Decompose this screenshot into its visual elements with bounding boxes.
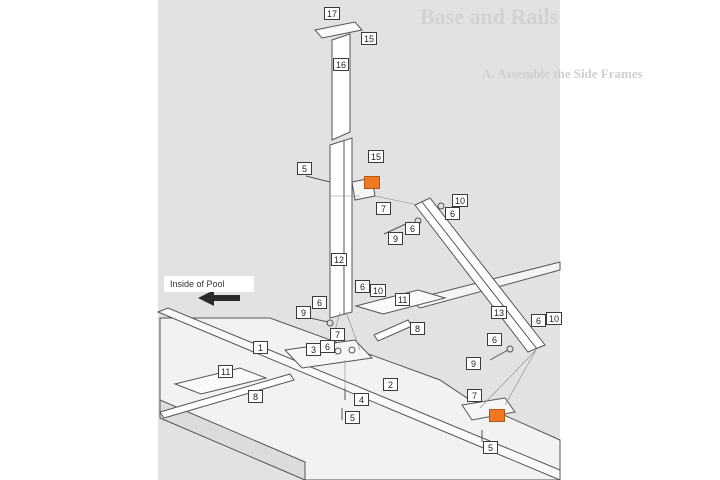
callout-15: 15 — [361, 32, 378, 45]
callout-1: 1 — [253, 341, 268, 354]
callout-3: 3 — [306, 343, 321, 356]
callout-6: 6 — [487, 333, 502, 346]
callout-5: 5 — [297, 162, 312, 175]
callout-5: 5 — [345, 411, 360, 424]
callout-9: 9 — [388, 232, 403, 245]
top-rail-17 — [314, 21, 363, 39]
background-heading: Base and Rails — [420, 4, 559, 29]
callout-11: 11 — [218, 365, 234, 378]
callout-14-highlighted: 14 — [489, 409, 506, 422]
channel-8-a — [373, 319, 413, 342]
upright-column-16 — [331, 33, 351, 141]
washer-6-a — [326, 319, 334, 327]
bolt-9-c — [489, 349, 509, 361]
callout-6: 6 — [312, 296, 327, 309]
base-plate-2 — [461, 397, 516, 421]
callout-10: 10 — [370, 284, 387, 297]
callout-7: 7 — [330, 328, 345, 341]
callout-16: 16 — [333, 58, 350, 71]
callout-8: 8 — [410, 322, 425, 335]
inside-of-pool-label: Inside of Pool — [164, 276, 254, 292]
callout-7: 7 — [467, 389, 482, 402]
callout-6: 6 — [405, 222, 420, 235]
washer-6-c — [334, 347, 342, 355]
bolt-5-a — [305, 175, 331, 183]
bolt-9-b — [309, 317, 329, 323]
callout-9: 9 — [296, 306, 311, 319]
direction-arrow — [198, 290, 240, 306]
callout-6: 6 — [445, 207, 460, 220]
background-subheading: A. Assemble the Side Frames — [482, 66, 643, 81]
diagonal-brace-13 — [414, 197, 546, 353]
callout-12: 12 — [331, 253, 348, 266]
callout-10: 10 — [546, 312, 563, 325]
callout-7: 7 — [376, 202, 391, 215]
callout-6: 6 — [531, 314, 546, 327]
callout-14-highlighted: 14 — [364, 176, 381, 189]
callout-15: 15 — [368, 150, 385, 163]
callout-8: 8 — [248, 390, 263, 403]
callout-17: 17 — [324, 7, 341, 20]
callout-10: 10 — [452, 194, 469, 207]
upright-column-12 — [329, 137, 353, 319]
callout-2: 2 — [383, 378, 398, 391]
washer-6-b — [506, 345, 514, 353]
callout-11: 11 — [395, 293, 411, 306]
callout-6: 6 — [355, 280, 370, 293]
callout-13: 13 — [491, 306, 508, 319]
callout-6: 6 — [320, 340, 335, 353]
callout-5: 5 — [483, 441, 498, 454]
callout-4: 4 — [354, 393, 369, 406]
channel-8-b — [159, 373, 295, 419]
washer-6-e — [437, 202, 445, 210]
callout-9: 9 — [466, 357, 481, 370]
washer-6-d — [348, 346, 356, 354]
